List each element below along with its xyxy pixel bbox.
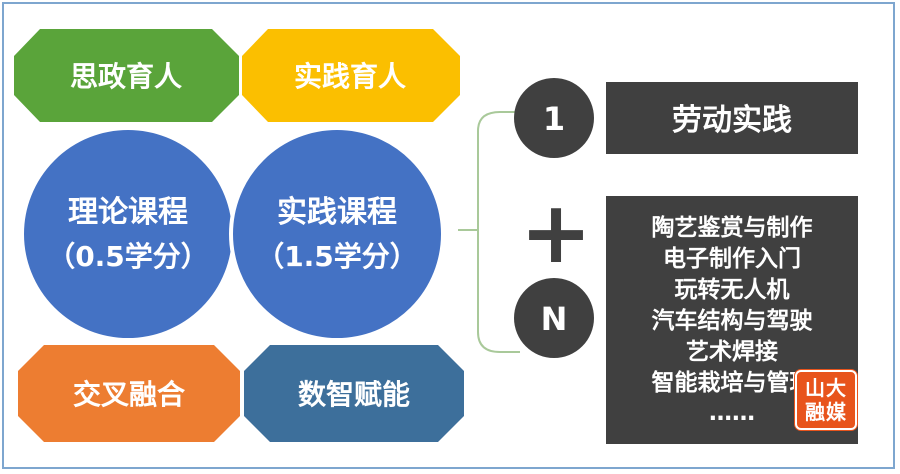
badge-shape-bottom-right (244, 345, 464, 442)
labor-practice-label: 劳动实践 (672, 103, 792, 138)
bracket-connector (458, 111, 520, 353)
formula-one-label: 1 (543, 100, 565, 138)
circle-practice-credit: （1.5学分） (256, 240, 418, 273)
logo-line-1: 山大 (805, 376, 847, 400)
elective-item: 艺术焊接 (686, 339, 778, 365)
formula-one-circle (514, 78, 594, 158)
badge-shape-top-left (14, 29, 239, 122)
formula-plus-sign: + (520, 183, 592, 283)
elective-item: 玩转无人机 (675, 276, 790, 303)
badge-shape-top-right (242, 29, 460, 122)
circle-practice-title: 实践课程 (277, 195, 397, 230)
badge-label-bottom-right: 数智赋能 (298, 378, 410, 411)
elective-item: 汽车结构与驾驶 (652, 307, 813, 334)
badge-label-top-left: 思政育人 (70, 60, 182, 93)
elective-item: 智能栽培与管理 (652, 369, 813, 396)
formula-n-circle (514, 278, 594, 358)
badge-shape-bottom-left (18, 345, 240, 442)
badge-label-bottom-left: 交叉融合 (73, 378, 186, 411)
elective-item: 陶艺鉴赏与制作 (652, 214, 813, 241)
elective-item-ellipsis: …… (709, 400, 755, 426)
formula-n-label: N (541, 300, 568, 338)
circle-practice-course (229, 126, 445, 342)
labor-practice-box (606, 82, 858, 154)
circle-theory-course (20, 126, 236, 342)
logo-line-2: 融媒 (805, 400, 847, 424)
circle-theory-title: 理论课程 (68, 195, 188, 230)
elective-item: 电子制作入门 (663, 245, 801, 272)
circle-theory-credit: （0.5学分） (47, 240, 209, 273)
elective-list: 陶艺鉴赏与制作 电子制作入门 玩转无人机 汽车结构与驾驶 艺术焊接 智能栽培与管… (652, 214, 813, 426)
badge-label-top-right: 实践育人 (294, 60, 406, 93)
media-logo: 山大 融媒 (795, 370, 857, 430)
